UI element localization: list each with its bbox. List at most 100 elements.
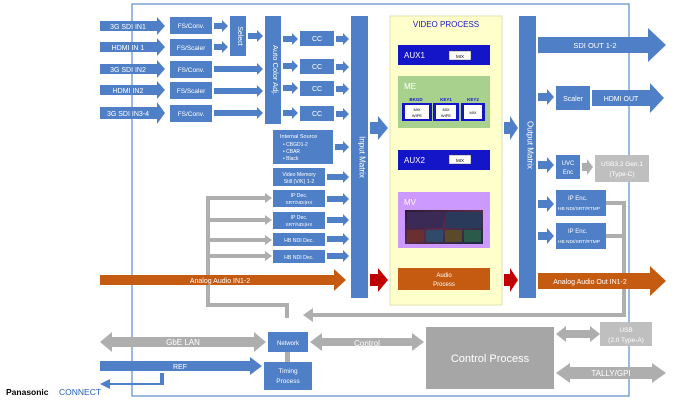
arrow-cc1 xyxy=(283,33,298,45)
svg-text:FS/Scaler: FS/Scaler xyxy=(177,45,206,52)
svg-text:UVC: UVC xyxy=(562,161,575,167)
arrow-cc4 xyxy=(283,107,298,119)
svg-text:FS/Conv.: FS/Conv. xyxy=(178,67,205,74)
svg-text:AUX2: AUX2 xyxy=(404,156,425,165)
arrow-cc2-matrix xyxy=(336,61,349,73)
fs-conv-1: FS/Conv. xyxy=(170,17,212,34)
arrow-cc1-matrix xyxy=(336,33,349,45)
network-feed-lines xyxy=(206,196,289,318)
select-block: Select xyxy=(230,16,246,56)
ip-dec-block-1: IP Dec. SRT/NDI|HX xyxy=(273,190,325,207)
me-block: ME BKGD KEY1 KEY2 MIX WIPE MIX WIPE MIX xyxy=(398,76,490,128)
svg-text:Timing: Timing xyxy=(278,368,298,375)
svg-text:Analog Audio IN1-2: Analog Audio IN1-2 xyxy=(190,278,250,285)
svg-text:Audio: Audio xyxy=(436,273,452,279)
svg-text:MIX: MIX xyxy=(442,107,449,112)
audio-process-block: Audio Process xyxy=(398,268,490,290)
svg-text:SRT/NDI|HX: SRT/NDI|HX xyxy=(285,200,313,206)
svg-text:HDMI IN2: HDMI IN2 xyxy=(113,88,144,95)
network-timing-link xyxy=(285,352,290,362)
scaler-block: Scaler xyxy=(556,86,590,110)
cc-block-4: CC xyxy=(300,106,334,121)
uvc-enc-block: UVC Enc xyxy=(556,155,580,179)
arrow-audio-outmatrix xyxy=(504,268,518,292)
analog-audio-out-arrow: Analog Audio Out IN1-2 xyxy=(538,266,666,296)
svg-text:3G SDI IN1: 3G SDI IN1 xyxy=(110,24,146,31)
cc-block-2: CC xyxy=(300,59,334,74)
svg-text:ME: ME xyxy=(404,82,416,91)
arrow-fs2-select xyxy=(214,41,228,53)
svg-text:KEY1: KEY1 xyxy=(440,97,452,102)
timing-process-block: Timing Process xyxy=(264,362,312,390)
arrow-hbndi1-matrix xyxy=(327,233,349,245)
internal-source-block: Internal Source • CBGD1-2 • CBAR • Black xyxy=(273,130,333,164)
hdmi-in2-arrow: HDMI IN2 xyxy=(100,81,165,99)
video-memory-block: Video Memory Still (V/K) 1-2 xyxy=(273,168,325,186)
svg-text:(2.0 Type-A): (2.0 Type-A) xyxy=(608,337,644,344)
svg-text:FS/Conv.: FS/Conv. xyxy=(178,23,205,30)
ref-out-arrow xyxy=(100,373,164,389)
network-feed-arrowheads xyxy=(265,193,272,261)
arrow-matrix-audio xyxy=(370,268,388,292)
svg-text:REF: REF xyxy=(173,364,187,371)
brand-logo: Panasonic CONNECT xyxy=(6,387,101,397)
svg-text:HB NDI Dec.: HB NDI Dec. xyxy=(284,238,314,244)
svg-text:• CBGD1-2: • CBGD1-2 xyxy=(283,142,308,148)
arrow-memory-matrix xyxy=(327,171,349,183)
svg-text:USB: USB xyxy=(619,327,632,334)
hdmi-in1-arrow: HDMI IN 1 xyxy=(100,38,165,56)
svg-text:• Black: • Black xyxy=(283,156,299,162)
arrow-fs4-autocolor xyxy=(214,85,263,97)
arrow-outmatrix-ipenc1 xyxy=(538,196,554,212)
svg-text:SRT/NDI|HX: SRT/NDI|HX xyxy=(285,222,313,228)
arrow-cc2 xyxy=(283,60,298,72)
svg-text:WIPE: WIPE xyxy=(441,113,452,118)
svg-text:HDMI IN 1: HDMI IN 1 xyxy=(112,45,145,52)
svg-text:3G SDI IN3-4: 3G SDI IN3-4 xyxy=(107,111,149,118)
svg-text:Output Matrix: Output Matrix xyxy=(526,121,535,169)
arrow-outmatrix-ipenc2 xyxy=(538,228,554,244)
svg-text:MIX: MIX xyxy=(413,107,420,112)
usb-output-box: USB (2.0 Type-A) xyxy=(600,322,652,346)
svg-text:FS/Conv.: FS/Conv. xyxy=(178,111,205,118)
cc-block-1: CC xyxy=(300,31,334,46)
svg-text:Control: Control xyxy=(354,339,380,348)
svg-text:IP Dec.: IP Dec. xyxy=(291,193,308,199)
arrow-outmatrix-uvc xyxy=(538,157,554,173)
svg-text:Select: Select xyxy=(236,26,243,46)
arrow-ipdec2-matrix xyxy=(327,214,349,226)
svg-text:• CBAR: • CBAR xyxy=(283,149,300,155)
svg-text:GbE LAN: GbE LAN xyxy=(166,338,200,347)
arrow-hbndi2-matrix xyxy=(327,250,349,262)
input-matrix-block: Input Matrix xyxy=(351,16,368,298)
ipenc-network-arrowhead xyxy=(303,308,313,322)
svg-text:CONNECT: CONNECT xyxy=(59,387,101,397)
hb-ndi-dec-block-2: HB NDI Dec. xyxy=(273,250,325,263)
control-arrow: Control xyxy=(310,333,424,351)
svg-text:Process: Process xyxy=(276,378,300,385)
svg-text:3G SDI IN2: 3G SDI IN2 xyxy=(110,67,146,74)
arrow-outmatrix-scaler xyxy=(538,89,554,105)
sdi-in2-arrow: 3G SDI IN2 xyxy=(100,60,165,78)
svg-text:HB NDI/SRT/RTMP: HB NDI/SRT/RTMP xyxy=(558,239,600,245)
svg-text:Video Memory: Video Memory xyxy=(282,172,316,178)
svg-text:IP Enc.: IP Enc. xyxy=(568,196,588,202)
svg-text:Network: Network xyxy=(277,341,300,347)
fs-conv-3: FS/Conv. xyxy=(170,105,212,122)
svg-text:HB NDI Dec.: HB NDI Dec. xyxy=(284,255,314,261)
output-matrix-block: Output Matrix xyxy=(519,16,536,298)
arrow-cc3 xyxy=(283,82,298,94)
ref-arrow: REF xyxy=(100,357,262,375)
svg-text:WIPE: WIPE xyxy=(412,113,423,118)
svg-text:Analog Audio Out IN1-2: Analog Audio Out IN1-2 xyxy=(553,279,627,286)
svg-text:Auto Color Adj.: Auto Color Adj. xyxy=(271,45,280,95)
svg-text:IP Dec.: IP Dec. xyxy=(291,215,308,221)
svg-text:Input Matrix: Input Matrix xyxy=(358,136,367,178)
cc-block-3: CC xyxy=(300,81,334,96)
arrow-cc4-matrix xyxy=(336,108,349,120)
svg-text:Enc: Enc xyxy=(563,170,573,176)
arrow-select-autocolor xyxy=(248,30,263,42)
arrow-ipdec1-matrix xyxy=(327,193,349,205)
arrow-uvc-usb xyxy=(582,159,593,175)
